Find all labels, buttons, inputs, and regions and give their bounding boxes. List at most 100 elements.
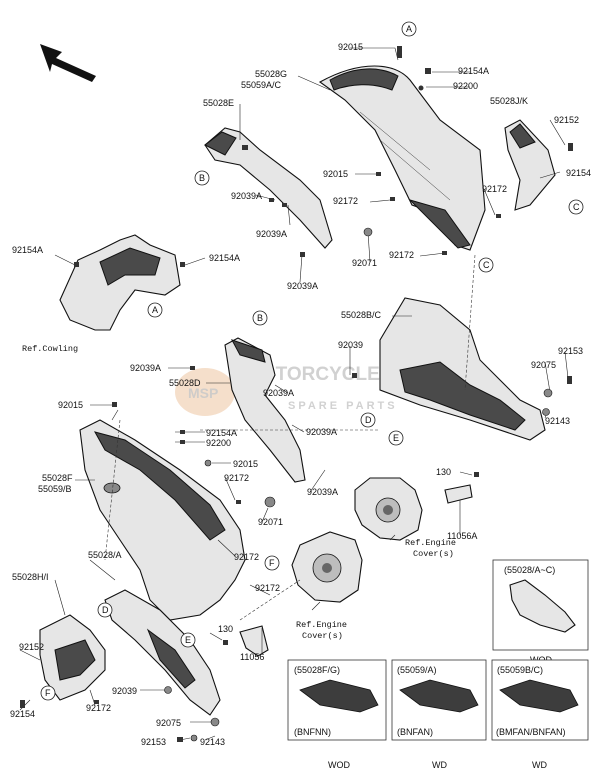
watermark: MSP MOTORCYCLE SPARE PARTS xyxy=(175,364,398,416)
lower-cowl-55028BC xyxy=(379,297,546,441)
main-cowl-55028F xyxy=(79,419,246,621)
label-92172-center2: 92172 xyxy=(389,250,414,260)
label-92154-left: 92154 xyxy=(10,709,35,719)
callout-F-mid: F xyxy=(269,558,275,568)
inset-55059BC: (55059B/C) (BMFAN/BNFAN) WD xyxy=(491,659,589,770)
label-92015-mid2: 92015 xyxy=(233,459,258,469)
inset-b2-footer: WD xyxy=(432,760,447,770)
bracket-11056 xyxy=(239,625,269,657)
callout-F-left: F xyxy=(45,688,51,698)
upper-cowl-55028G xyxy=(318,65,486,251)
label-92039-bottom: 92039 xyxy=(112,686,137,696)
label-92015-mid: 92015 xyxy=(323,169,348,179)
label-92039A-6: 92039A xyxy=(306,427,337,437)
label-92039A-5: 92039A xyxy=(263,388,294,398)
label-92039A-1: 92039A xyxy=(231,191,262,201)
callout-B-mid: B xyxy=(257,313,263,323)
inset-b3-header: (55059B/C) xyxy=(497,665,543,675)
label-55028JK: 55028J/K xyxy=(490,96,528,106)
label-92143-bottom: 92143 xyxy=(200,737,225,747)
bracket-11056A xyxy=(444,484,473,504)
label-ref-engine-bottom2: Cover(s) xyxy=(302,631,343,641)
callout-A-left: A xyxy=(152,305,158,315)
label-92075-right: 92075 xyxy=(531,360,556,370)
label-55028G: 55028G xyxy=(255,69,287,79)
callout-E-mid: E xyxy=(393,433,399,443)
label-92039A-4: 92039A xyxy=(130,363,161,373)
engine-cover-right xyxy=(354,477,423,541)
label-92172-center: 92172 xyxy=(333,196,358,206)
engine-cover-center xyxy=(291,531,363,603)
label-92015-top: 92015 xyxy=(338,42,363,52)
inset-55059A: (55059/A) (BNFAN) WD xyxy=(391,659,487,770)
inset-55028FG: (55028F/G) (BNFNN) WOD xyxy=(287,659,387,770)
label-ref-cowling: Ref.Cowling xyxy=(22,344,78,354)
label-55028D: 55028D xyxy=(169,378,201,388)
front-lower-55028HI xyxy=(39,614,106,701)
callout-E-bottom: E xyxy=(185,635,191,645)
watermark-badge: MSP xyxy=(188,385,218,401)
label-92172-mid: 92172 xyxy=(224,473,249,483)
label-92039A-2: 92039A xyxy=(256,229,287,239)
label-130-right: 130 xyxy=(436,467,451,477)
inset-b2-sub: (BNFAN) xyxy=(397,727,433,737)
reference-callouts: A A B B C C D D E E F F xyxy=(40,21,584,701)
fasteners xyxy=(20,46,573,742)
label-55059B: 55059/B xyxy=(38,484,72,494)
label-92152-left: 92152 xyxy=(19,642,44,652)
label-92071-center: 92071 xyxy=(352,258,377,268)
callout-D-left: D xyxy=(102,605,109,615)
label-92153-right: 92153 xyxy=(558,346,583,356)
label-55028F: 55028F xyxy=(42,473,73,483)
label-92154A-left: 92154A xyxy=(12,245,43,255)
front-direction-arrow-icon xyxy=(40,44,96,82)
inset-b3-sub: (BMFAN/BNFAN) xyxy=(496,727,566,737)
leader-lines xyxy=(19,47,569,741)
lower-panel-55028A xyxy=(104,589,221,716)
inset-55028A-C: (55028/A~C) WOD xyxy=(492,559,589,665)
label-92153-bottom: 92153 xyxy=(141,737,166,747)
label-92039-right: 92039 xyxy=(338,340,363,350)
label-92075-bottom: 92075 xyxy=(156,718,181,728)
label-55028BC: 55028B/C xyxy=(341,310,382,320)
label-92039A-7: 92039A xyxy=(307,487,338,497)
watermark-line1: MOTORCYCLE xyxy=(245,364,380,385)
side-panel-55028JK xyxy=(504,119,556,211)
inset-b1-footer: WOD xyxy=(328,760,350,770)
label-92039A-3: 92039A xyxy=(287,281,318,291)
callout-B-top: B xyxy=(199,173,205,183)
label-ref-engine-right: Ref.Engine xyxy=(405,538,456,548)
callout-C-right: C xyxy=(573,202,580,212)
label-92152-right: 92152 xyxy=(554,115,579,125)
bracket-92154A-left xyxy=(59,234,181,331)
label-92015-left: 92015 xyxy=(58,400,83,410)
callout-C-mid: C xyxy=(483,260,490,270)
label-11056: 11056 xyxy=(240,652,264,662)
watermark-line2: SPARE PARTS xyxy=(288,400,398,412)
label-55028E: 55028E xyxy=(203,98,234,108)
label-92172-left: 92172 xyxy=(86,703,111,713)
label-92154-right: 92154 xyxy=(566,168,591,178)
callout-A-top: A xyxy=(406,24,412,34)
label-130-bottom: 130 xyxy=(218,624,233,634)
label-55028HI: 55028H/I xyxy=(12,572,49,582)
label-92200-top: 92200 xyxy=(453,81,478,91)
part-labels: 92015 55028G 55059A/C 92154A 92200 55028… xyxy=(10,42,591,747)
label-92200-mid: 92200 xyxy=(206,438,231,448)
label-92172-mid2: 92172 xyxy=(234,552,259,562)
inset-b3-footer: WD xyxy=(532,760,547,770)
label-11056A: 11056A xyxy=(447,531,477,541)
label-92143-right: 92143 xyxy=(545,416,570,426)
label-92172-right: 92172 xyxy=(482,184,507,194)
label-92154A-left2: 92154A xyxy=(209,253,240,263)
inset-b1-header: (55028F/G) xyxy=(294,665,340,675)
label-92154A-mid: 92154A xyxy=(206,428,237,438)
label-92071-mid: 92071 xyxy=(258,517,283,527)
label-ref-engine-bottom: Ref.Engine xyxy=(296,620,347,630)
callout-D-mid: D xyxy=(365,415,372,425)
inset-top-header: (55028/A~C) xyxy=(504,565,555,575)
label-92172-bottom: 92172 xyxy=(255,583,280,593)
label-55028A: 55028/A xyxy=(88,550,122,560)
